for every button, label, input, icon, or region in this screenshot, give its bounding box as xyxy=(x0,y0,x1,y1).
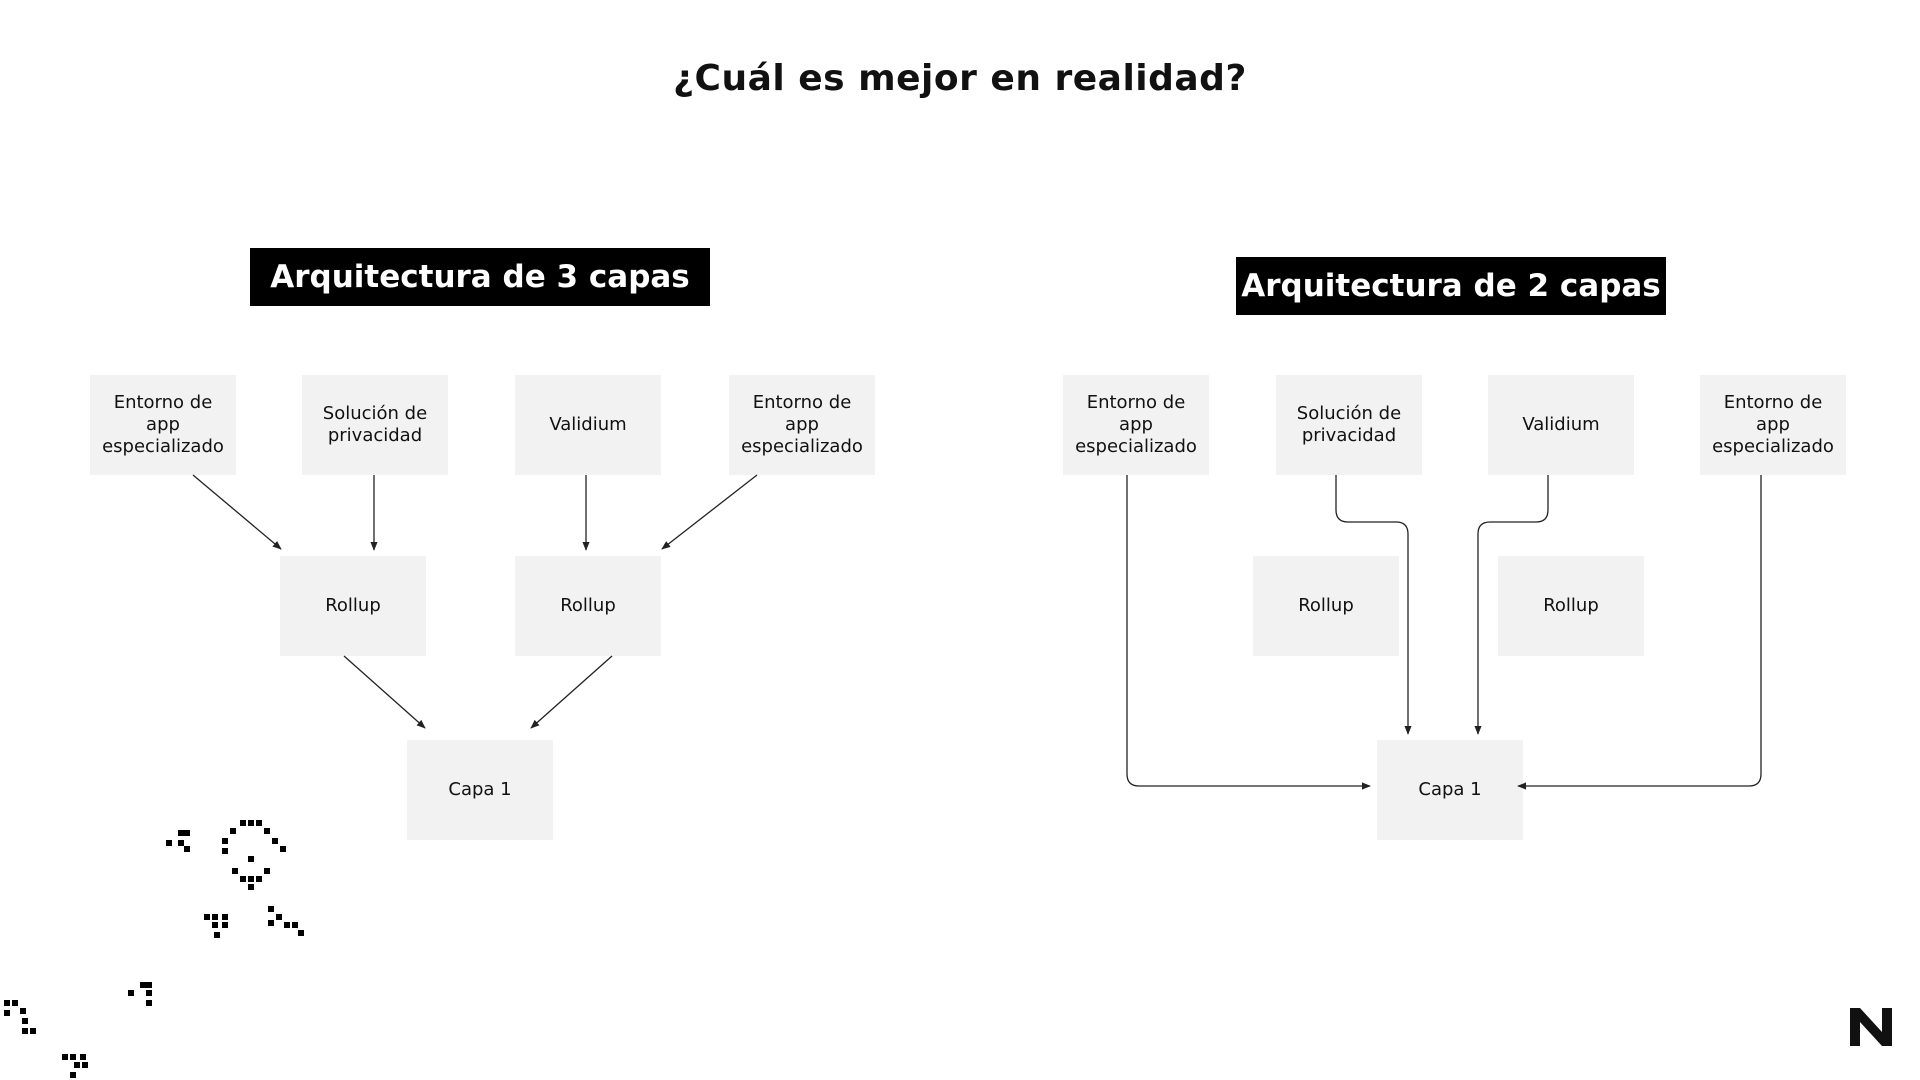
left-arrow-app-env-2-to-rollup-2 xyxy=(661,474,758,550)
left-source-privacy: Solución de privacidad xyxy=(302,375,448,475)
right-diagram-heading: Arquitectura de 2 capas xyxy=(1236,257,1666,315)
left-diagram-heading: Arquitectura de 3 capas xyxy=(250,248,710,306)
left-source-app-env-1: Entorno de app especializado xyxy=(90,375,236,475)
left-arrow-app-env-1-to-rollup-1 xyxy=(192,474,282,550)
right-source-validium: Validium xyxy=(1488,375,1634,475)
brand-logo-icon xyxy=(1850,1008,1892,1046)
right-arrow-validium-to-base xyxy=(1474,475,1549,735)
left-base-layer: Capa 1 xyxy=(407,740,553,840)
left-arrow-rollup-1-to-base xyxy=(343,655,426,729)
pixel-art-decoration xyxy=(4,820,304,1078)
right-rollup-2: Rollup xyxy=(1498,556,1644,656)
left-source-validium: Validium xyxy=(515,375,661,475)
left-rollup-2: Rollup xyxy=(515,556,661,656)
left-arrow-rollup-2-to-base xyxy=(530,655,613,729)
right-rollup-1: Rollup xyxy=(1253,556,1399,656)
right-source-app-env-2: Entorno de app especializado xyxy=(1700,375,1846,475)
right-source-privacy: Solución de privacidad xyxy=(1276,375,1422,475)
right-base-layer: Capa 1 xyxy=(1377,740,1523,840)
right-arrow-app-env-2-to-base xyxy=(1517,475,1762,790)
left-source-app-env-2: Entorno de app especializado xyxy=(729,375,875,475)
right-source-app-env-1: Entorno de app especializado xyxy=(1063,375,1209,475)
page-title: ¿Cuál es mejor en realidad? xyxy=(673,58,1247,99)
left-rollup-1: Rollup xyxy=(280,556,426,656)
right-arrow-app-env-1-to-base xyxy=(1126,475,1371,790)
right-arrow-privacy-to-base xyxy=(1335,475,1412,735)
